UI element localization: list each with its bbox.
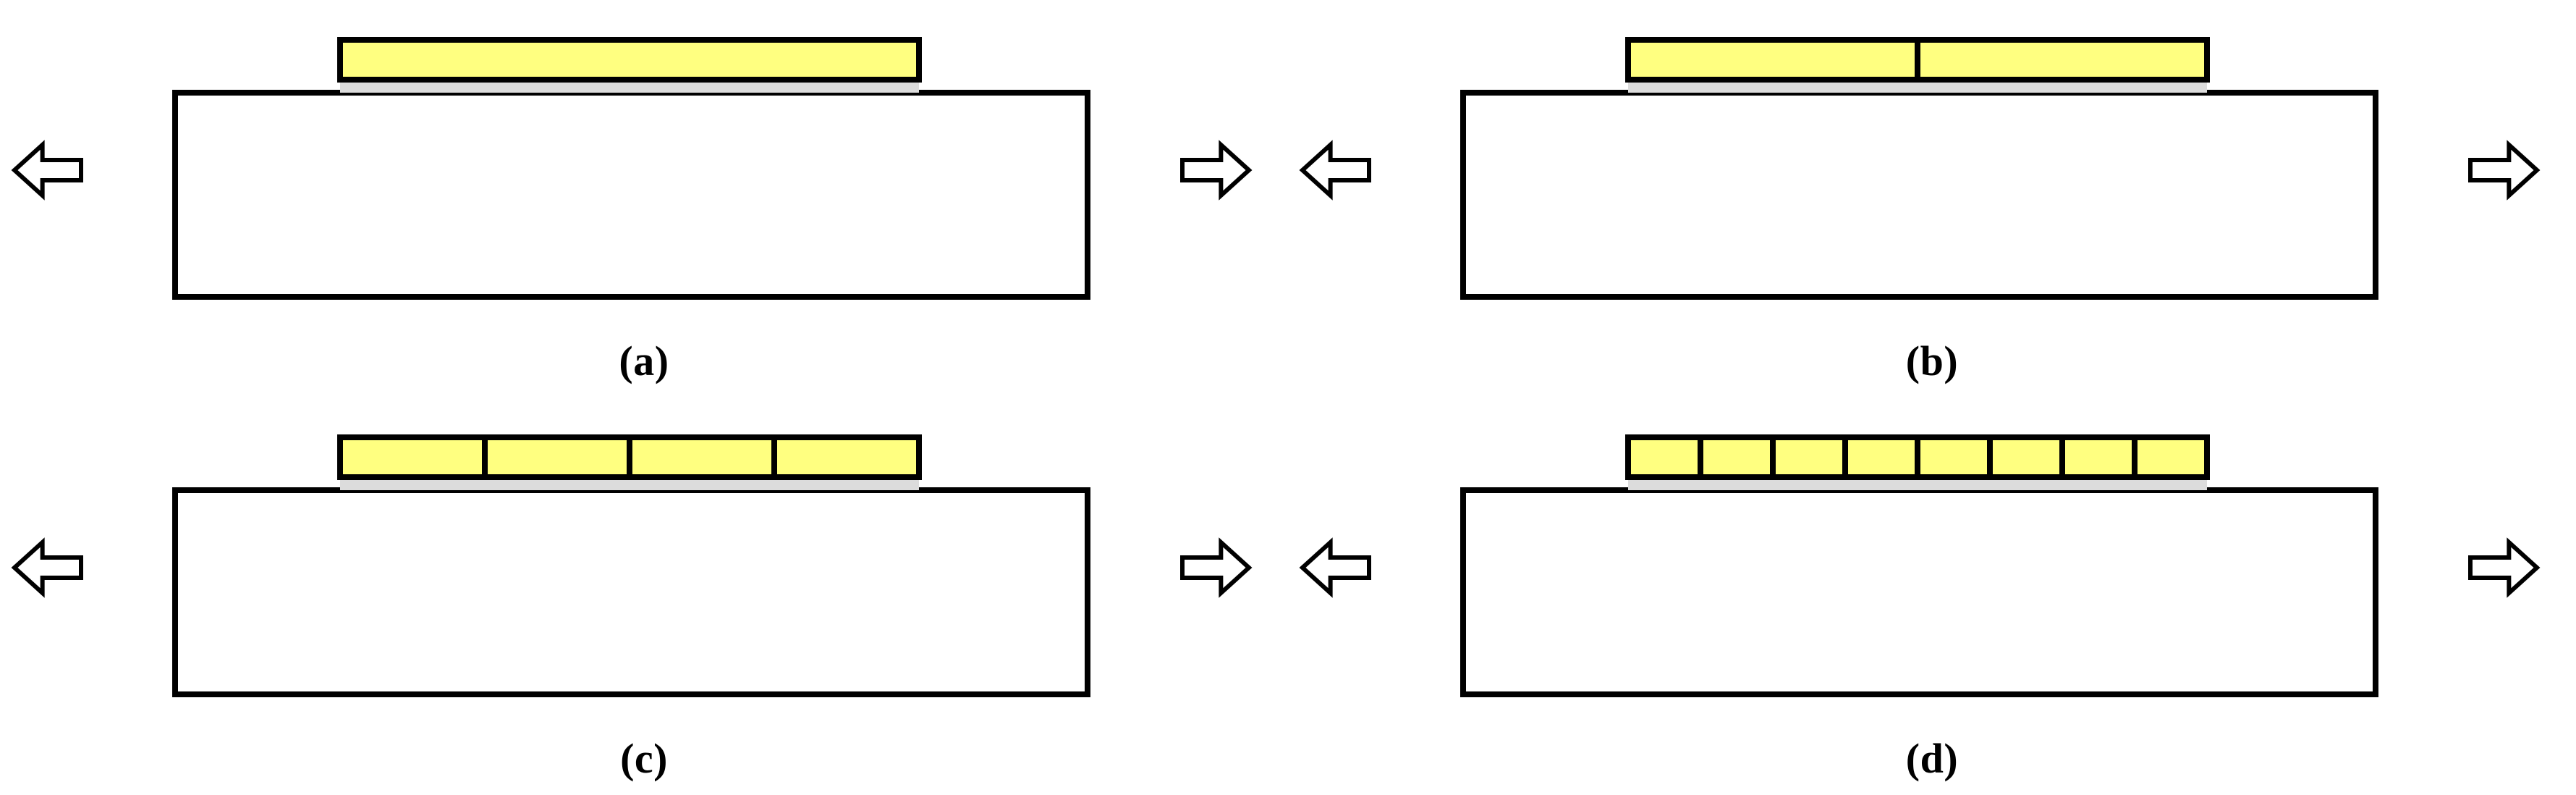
panel-c: (c) — [0, 398, 1288, 795]
tension-arrow-left-icon — [11, 140, 83, 201]
film-segment — [1987, 434, 2065, 480]
interfacial-layer — [1628, 80, 2207, 93]
panel-d: (d) — [1288, 398, 2576, 795]
panel-d-drawing — [1299, 434, 2541, 697]
tension-arrow-right-icon — [1180, 537, 1253, 598]
substrate-block — [1460, 487, 2378, 697]
panel-a-drawing — [11, 37, 1253, 300]
film-segment — [482, 434, 632, 480]
interfacial-layer — [1628, 477, 2207, 490]
film-segment — [627, 434, 777, 480]
panel-label-b: (b) — [1905, 337, 1959, 384]
film-segment — [771, 434, 922, 480]
panel-label-d: (d) — [1905, 735, 1959, 782]
film-segment — [1625, 434, 1703, 480]
crack-group — [1698, 437, 2137, 477]
panel-b: (b) — [1288, 0, 2576, 398]
film-segment — [1842, 434, 1920, 480]
tension-arrow-right-icon — [1180, 140, 1253, 201]
film-segment — [2132, 434, 2210, 480]
film-segment — [1915, 434, 1993, 480]
interfacial-layer — [340, 80, 919, 93]
interfacial-layer — [340, 477, 919, 490]
film-segment — [1915, 37, 2210, 83]
tension-arrow-left-icon — [1299, 140, 1371, 201]
panel-b-drawing — [1299, 37, 2541, 300]
film-layer — [1625, 434, 2210, 480]
tension-arrow-left-icon — [1299, 537, 1371, 598]
film-segment — [1698, 434, 1776, 480]
substrate-block — [172, 90, 1090, 300]
panel-a: (a) — [0, 0, 1288, 398]
crack-group — [483, 437, 776, 477]
tension-arrow-left-icon — [11, 537, 83, 598]
panel-c-drawing — [11, 434, 1253, 697]
film-segment — [2059, 434, 2138, 480]
tension-arrow-right-icon — [2468, 140, 2541, 201]
tension-arrow-right-icon — [2468, 537, 2541, 598]
substrate-block — [1460, 90, 2378, 300]
panel-label-a: (a) — [619, 337, 669, 384]
substrate-block — [172, 487, 1090, 697]
film-layer — [1625, 37, 2210, 83]
panel-label-c: (c) — [620, 735, 668, 782]
film-layer — [337, 37, 922, 83]
film-segment — [337, 434, 488, 480]
film-segment — [337, 37, 922, 83]
film-segment — [1625, 37, 1920, 83]
film-segment — [1770, 434, 1848, 480]
